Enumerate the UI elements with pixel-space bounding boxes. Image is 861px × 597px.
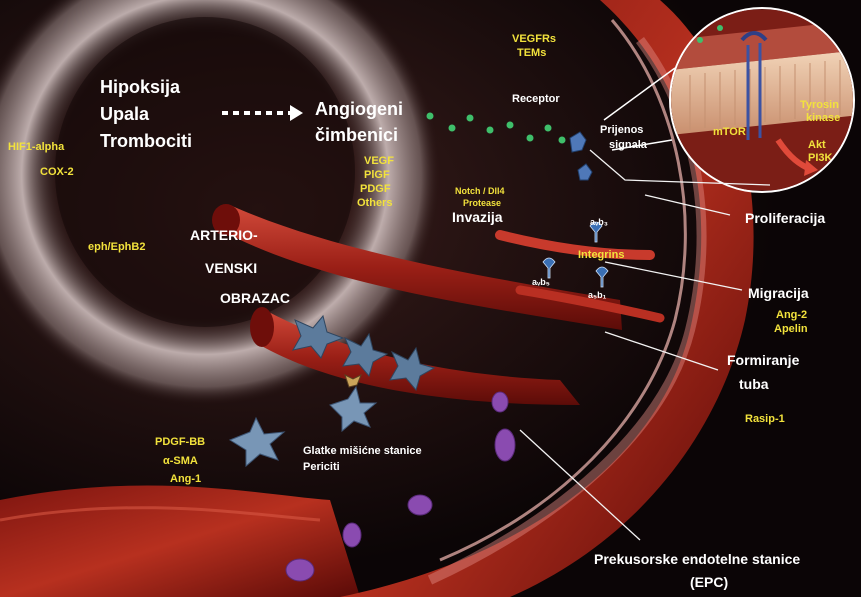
label-ang2: Ang-2 xyxy=(776,309,807,321)
label-pdgf-bb: PDGF-BB xyxy=(155,436,205,448)
label-arterio: ARTERIO- xyxy=(190,227,258,243)
label-integrins: Integrins xyxy=(578,249,624,261)
inset-tyrosine-1: Tyrosin xyxy=(800,99,839,111)
label-signala: signala xyxy=(609,139,648,151)
label-cimbenici: čimbenici xyxy=(315,125,398,145)
label-tems: TEMs xyxy=(517,47,546,59)
label-alpha-sma: α-SMA xyxy=(163,455,198,467)
label-cox2: COX-2 xyxy=(40,166,74,178)
label-hipoksija: Hipoksija xyxy=(100,77,181,97)
label-integrin-code-2: aᵥb₅ xyxy=(532,277,550,287)
label-prijenos: Prijenos xyxy=(600,124,643,136)
label-venski: VENSKI xyxy=(205,260,257,276)
label-formiranje: Formiranje xyxy=(727,352,800,368)
label-pdgf: PDGF xyxy=(360,183,391,195)
label-epc: (EPC) xyxy=(690,574,728,590)
label-rasip: Rasip-1 xyxy=(745,413,785,425)
label-invazija: Invazija xyxy=(452,209,503,225)
label-proliferacija: Proliferacija xyxy=(745,210,825,226)
label-notch: Notch / Dll4 xyxy=(455,186,505,196)
inset-akt: Akt xyxy=(808,139,826,151)
label-vegfrs: VEGFRs xyxy=(512,33,556,45)
label-vegf: VEGF xyxy=(364,155,394,167)
label-trombociti: Trombociti xyxy=(100,131,192,151)
label-hif1: HIF1-alpha xyxy=(8,141,65,153)
label-periciti: Periciti xyxy=(303,461,340,473)
label-migracija: Migracija xyxy=(748,285,809,301)
label-others: Others xyxy=(357,197,392,209)
label-glatke: Glatke mišićne stanice xyxy=(303,445,422,457)
inset-mtor: mTOR xyxy=(713,126,746,138)
label-angiogeni: Angiogeni xyxy=(315,99,403,119)
label-plgf: PlGF xyxy=(364,169,390,181)
label-tuba: tuba xyxy=(739,376,769,392)
label-prekusorske: Prekusorske endotelne stanice xyxy=(594,551,800,567)
label-ang1: Ang-1 xyxy=(170,473,201,485)
label-integrin-code-1: aᵥb₃ xyxy=(590,217,608,227)
label-apelin: Apelin xyxy=(774,323,808,335)
label-obrazac: OBRAZAC xyxy=(220,290,290,306)
inset-tyrosine-2: kinase xyxy=(806,112,840,124)
label-eph: eph/EphB2 xyxy=(88,241,145,253)
label-integrin-code-3: a₅b₁ xyxy=(588,290,607,300)
label-upala: Upala xyxy=(100,104,150,124)
label-protease: Protease xyxy=(463,198,501,208)
label-receptor: Receptor xyxy=(512,93,560,105)
